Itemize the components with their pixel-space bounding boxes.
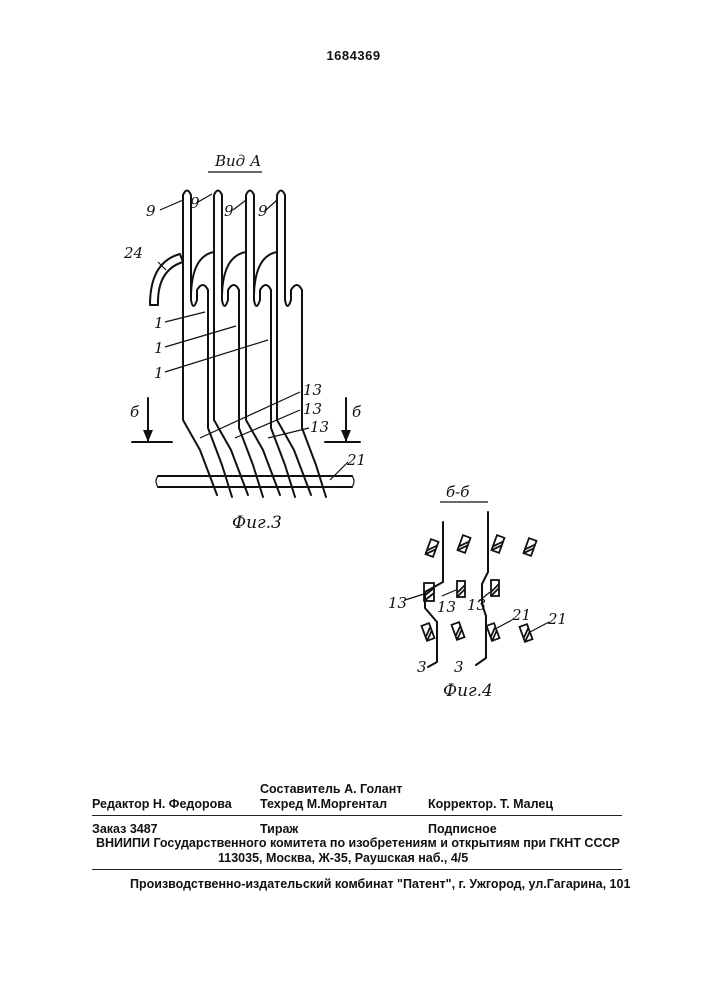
label-13-a: 13 [303, 381, 322, 399]
label-9-c: 9 [224, 202, 234, 220]
hook-3 [222, 252, 246, 295]
rod-4 [277, 191, 326, 498]
label-1-b: 1 [154, 339, 164, 357]
hook-2 [191, 252, 214, 295]
vniipi: ВНИИПИ Государственного комитета по изоб… [96, 836, 620, 850]
rule-bottom [92, 869, 622, 870]
rod-sections [422, 535, 537, 642]
wall-3-right [476, 512, 488, 665]
figure-4: б-б 13 13 13 21 21 [388, 483, 567, 701]
address: 113035, Москва, Ж-35, Раушская наб., 4/5 [218, 851, 468, 865]
section-bb-label: б-б [446, 483, 470, 501]
label-13-c: 13 [310, 418, 329, 436]
label-9-d: 9 [258, 202, 268, 220]
rod-return-3 [246, 302, 280, 495]
label-9-b: 9 [190, 194, 200, 212]
label-24: 24 [123, 244, 143, 262]
label-9-a: 9 [146, 202, 156, 220]
hook-4 [254, 252, 277, 295]
label-13-left: 13 [388, 594, 407, 612]
label-13-mid: 13 [437, 598, 456, 616]
corrector: Корректор. Т. Малец [428, 797, 553, 811]
caption-fig-4: Фиг.4 [443, 681, 493, 701]
bar-21 [156, 476, 354, 487]
label-1-c: 1 [154, 364, 164, 382]
label-b-right: б [352, 403, 362, 421]
label-3-right: 3 [454, 658, 464, 676]
view-a-label: Вид А [214, 152, 261, 170]
rod-return-1 [183, 302, 217, 495]
caption-fig-3: Фиг.3 [232, 513, 282, 533]
rod-3 [246, 191, 295, 498]
rule-top [92, 815, 622, 816]
label-13-right: 13 [467, 596, 486, 614]
techred: Техред М.Моргентал [260, 797, 387, 811]
compiler: Составитель А. Голант [260, 782, 402, 796]
hook-24 [150, 254, 183, 305]
label-b-left: б [130, 403, 140, 421]
order: Заказ 3487 [92, 822, 158, 836]
editor: Редактор Н. Федорова [92, 797, 232, 811]
circulation: Тираж [260, 822, 298, 836]
label-21: 21 [346, 451, 366, 469]
label-1-a: 1 [154, 314, 164, 332]
label-3-left: 3 [417, 658, 427, 676]
rod-1 [183, 191, 232, 498]
figure-3: Вид А [123, 152, 366, 533]
label-13-b: 13 [303, 400, 322, 418]
subscription: Подписное [428, 822, 497, 836]
publisher: Производственно-издательский комбинат "П… [130, 877, 630, 891]
label-21-a: 21 [511, 606, 531, 624]
label-21-b: 21 [547, 610, 567, 628]
